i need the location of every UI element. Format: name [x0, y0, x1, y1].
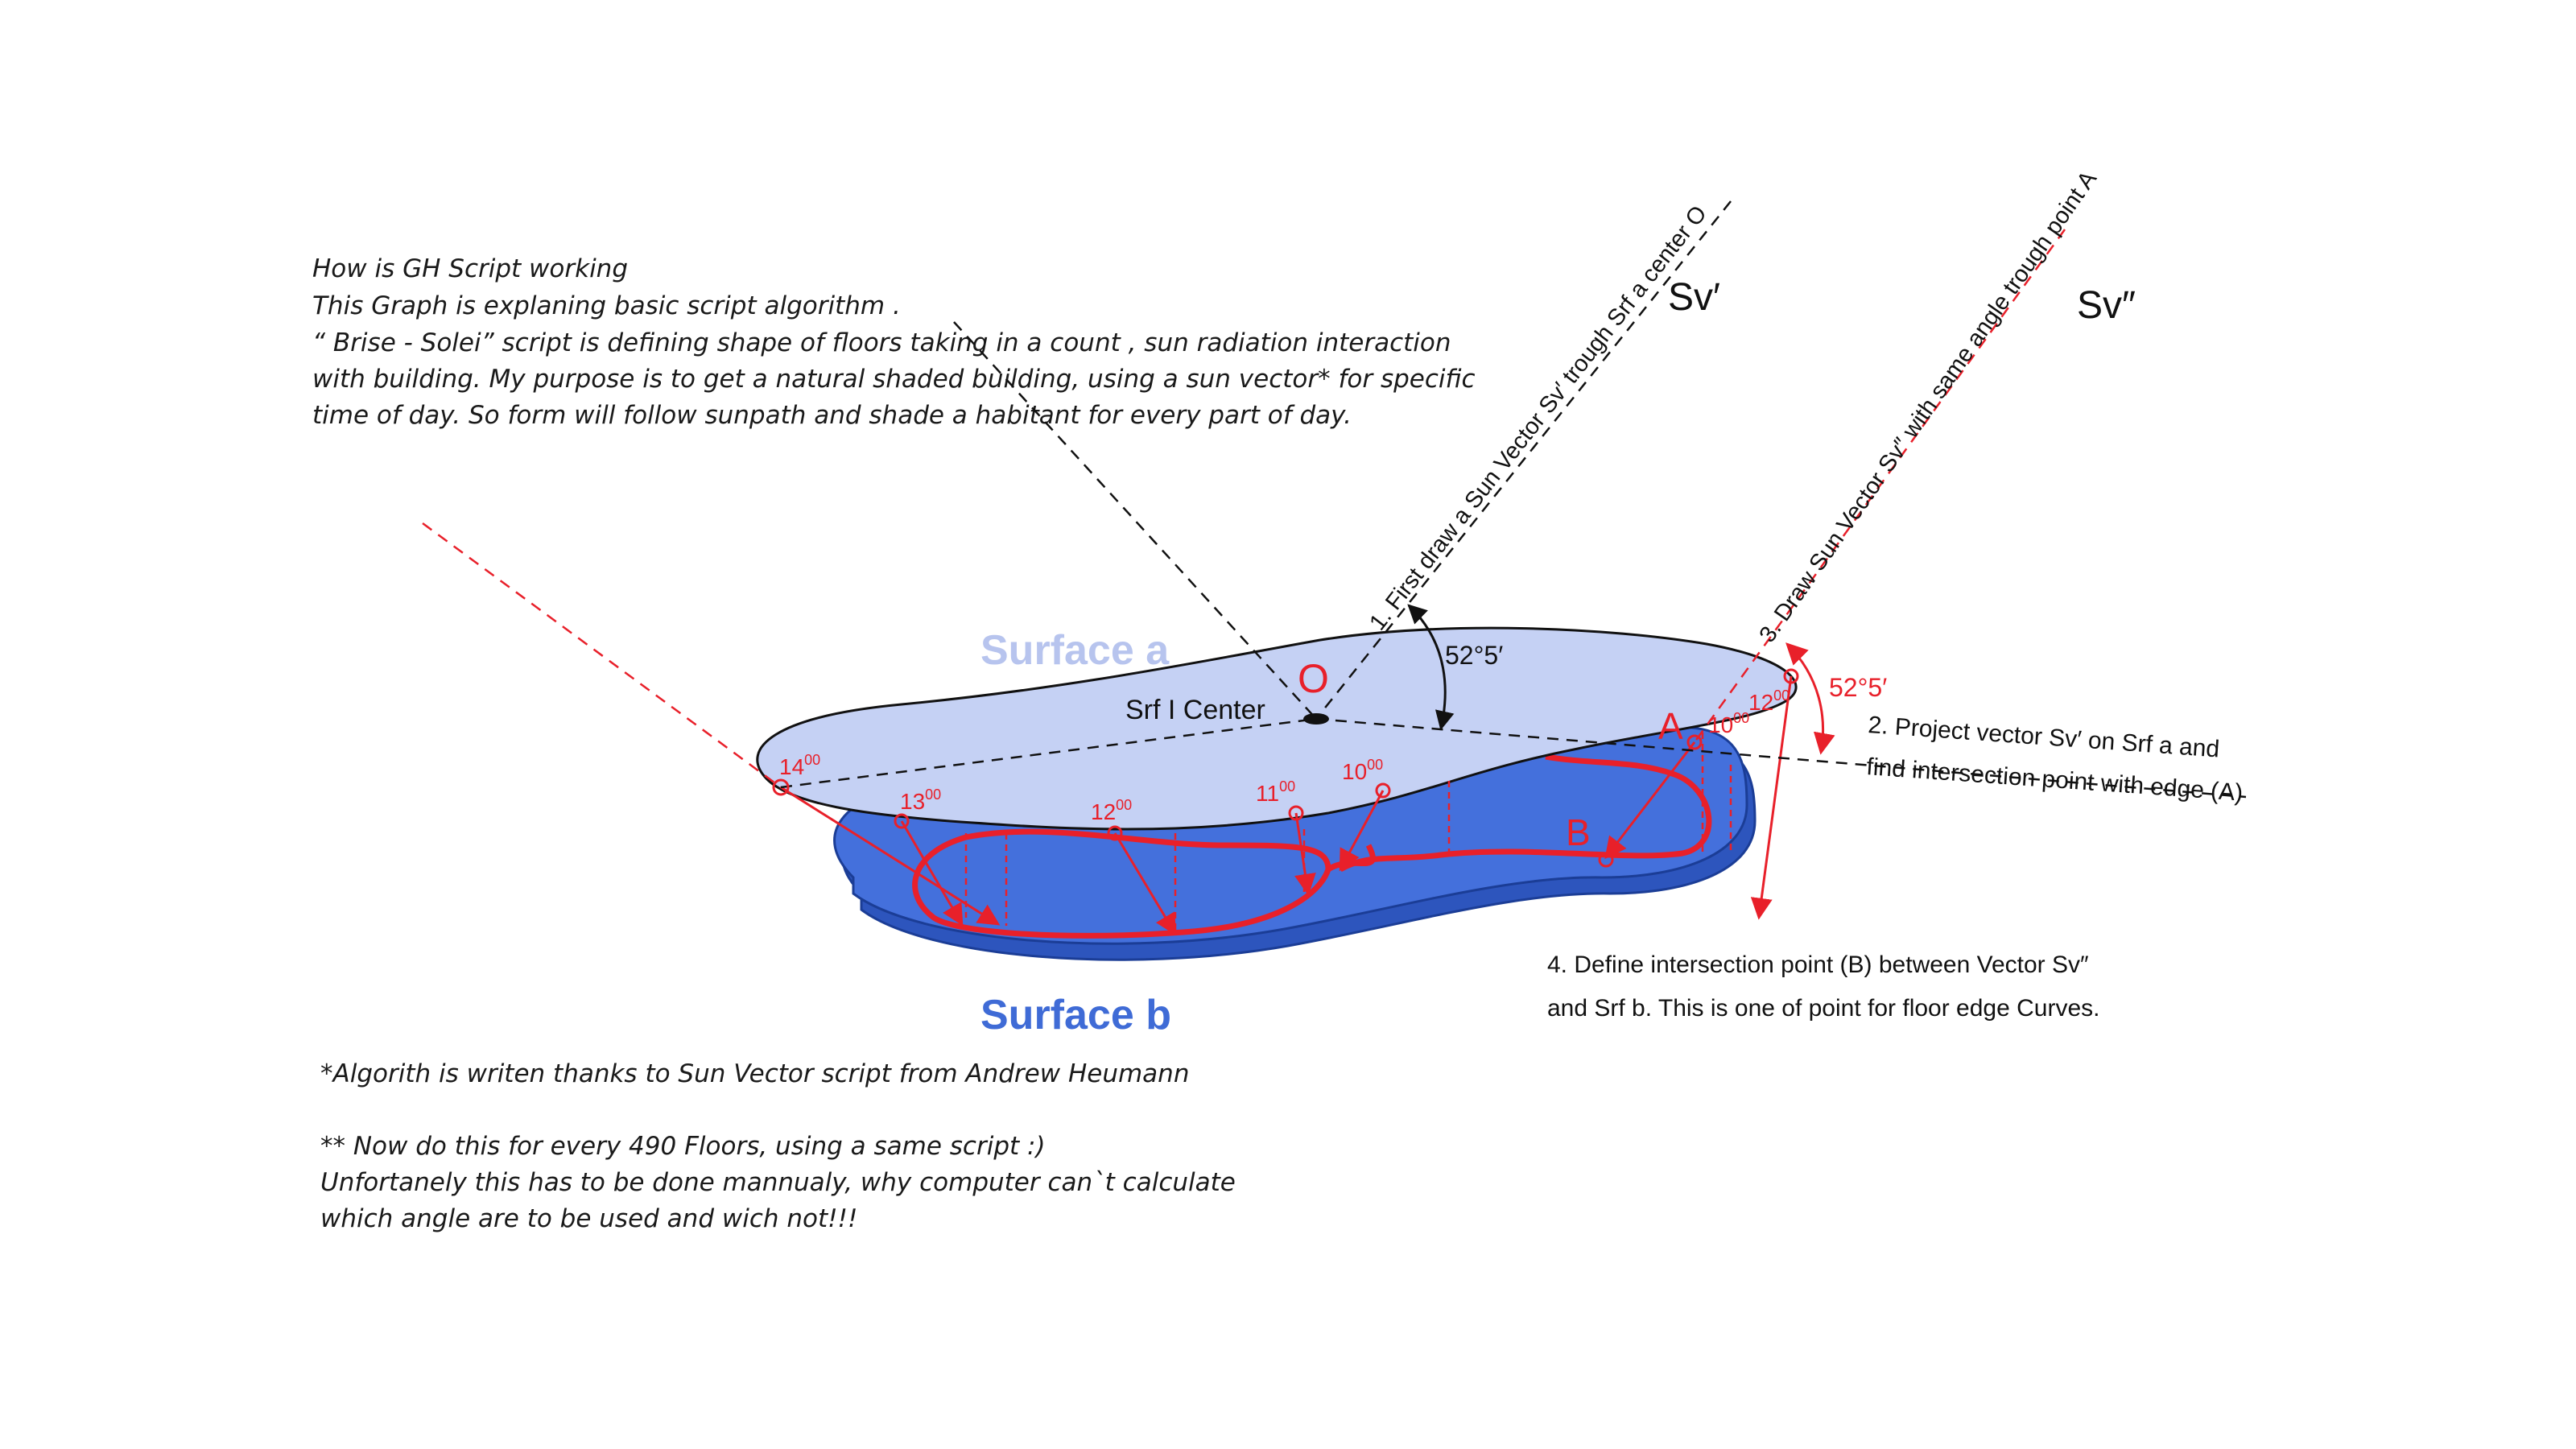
step-3: 3. Draw Sun Vector Sv″ with same angle t… — [1755, 166, 2103, 647]
point-a-label: A — [1658, 705, 1683, 747]
angle-arc-black — [1407, 604, 1455, 731]
intro-title: How is GH Script working — [312, 254, 629, 283]
intro-line-2: “ Brise - Solei” script is defining shap… — [312, 328, 1451, 357]
intro-line-1: This Graph is explaning basic script alg… — [312, 291, 901, 320]
surface-a-label: Surface a — [980, 627, 1170, 674]
point-o-label: O — [1298, 656, 1329, 701]
step-4-line-1: 4. Define intersection point (B) between… — [1547, 952, 2089, 978]
sv2-label: Sv″ — [2077, 284, 2136, 327]
intro-line-4: time of day. So form will follow sunpath… — [312, 401, 1352, 430]
footnote-1: *Algorith is writen thanks to Sun Vector… — [320, 1059, 1190, 1088]
time-1200-a: 1200 — [1748, 687, 1790, 715]
surface-b-label: Surface b — [980, 992, 1171, 1038]
incoming-ray-left — [422, 522, 782, 789]
center-point — [1303, 713, 1329, 724]
angle-label-black: 52°5′ — [1445, 641, 1503, 670]
floor-edge-curve-right — [1339, 753, 1712, 873]
angle-label-red: 52°5′ — [1829, 673, 1887, 702]
footnote-3: Unfortanely this has to be done mannualy… — [320, 1168, 1236, 1197]
black-dashed-lines — [780, 200, 2247, 799]
time-labels: 1400 1300 1200 1100 1000 1200 1000 — [779, 687, 1790, 824]
step-2-line-1: 2. Project vector Sv′ on Srf a and — [1868, 712, 2221, 762]
time-1300: 1300 — [900, 786, 941, 814]
time-1100: 1100 — [1256, 778, 1295, 806]
footnote-4: which angle are to be used and wich not!… — [320, 1204, 858, 1233]
footnote-2: ** Now do this for every 490 Floors, usi… — [320, 1132, 1046, 1161]
step-4-line-2: and Srf b. This is one of point for floo… — [1547, 995, 2099, 1022]
sv1-label: Sv′ — [1668, 276, 1720, 319]
point-b-label: B — [1566, 811, 1591, 853]
sun-vectors-red — [780, 675, 1793, 936]
center-label: Srf I Center — [1125, 695, 1265, 725]
step-2-line-2: find intersection point with edge (A) — [1866, 753, 2244, 807]
step-1: 1. First draw a Sun Vector Sv′ trough Sr… — [1364, 201, 1711, 636]
time-1000-a: 1000 — [1708, 710, 1749, 737]
intro-line-3: with building. My purpose is to get a na… — [312, 365, 1476, 394]
time-markers — [772, 668, 1799, 868]
sun-vector-sv2-line — [1693, 229, 2066, 743]
angle-arc-red — [1785, 642, 1835, 755]
